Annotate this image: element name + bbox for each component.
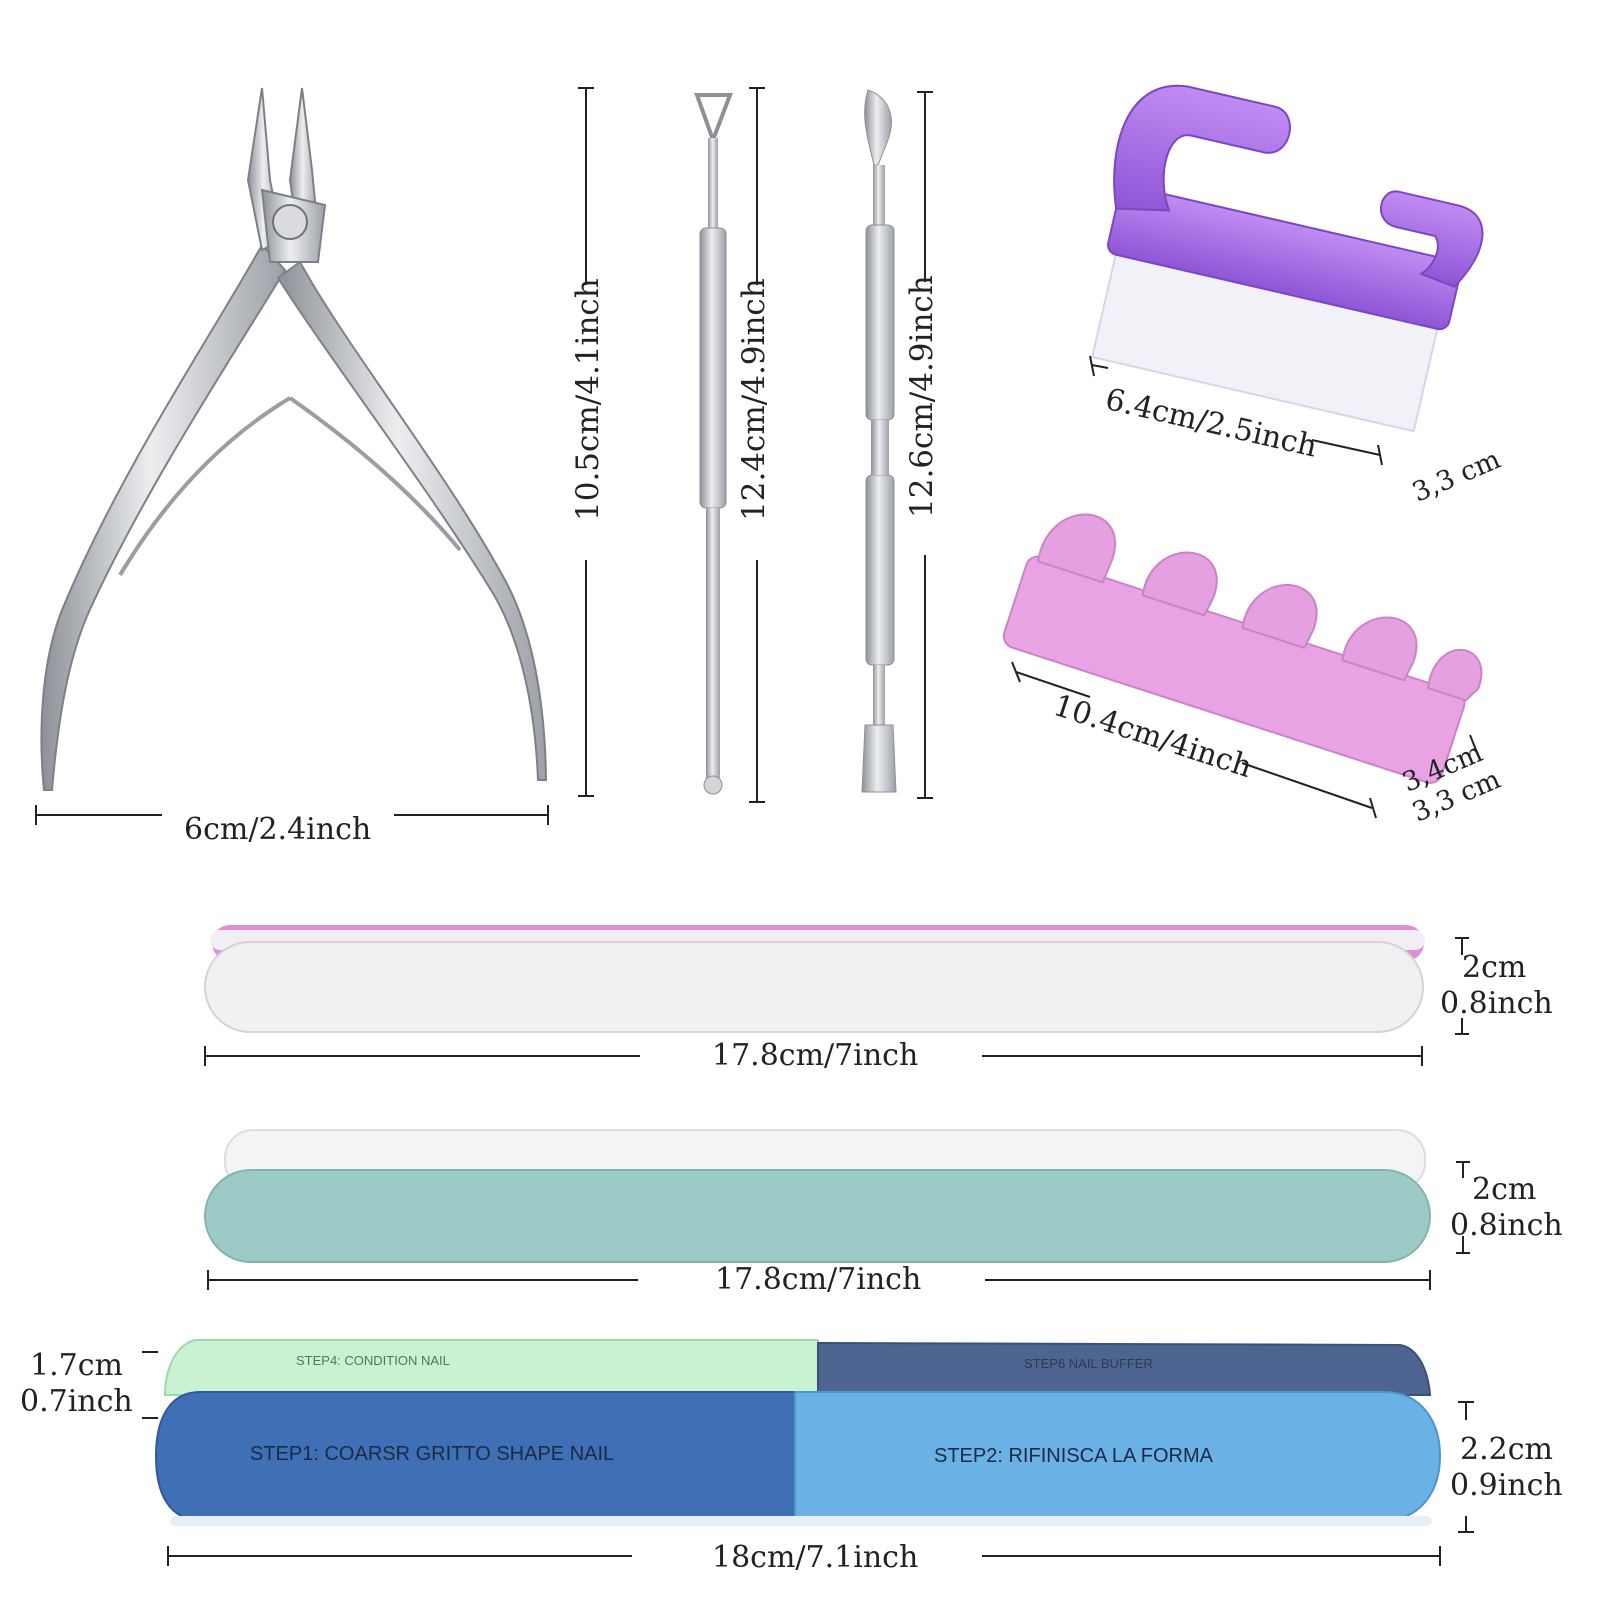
buffer-top-height-cm-label: 1.7cm [30,1348,123,1383]
nipper-spring [118,396,462,577]
file-1-dimension-lines [204,937,1469,1066]
pusher-1-height-label: 12.4cm/4.9inch [736,278,772,521]
pusher-1-shaft [706,508,720,778]
pusher-2-spoon-tip [864,89,892,166]
separator-finger-2 [1141,551,1218,617]
brush-dimension-lines [1089,355,1383,466]
separator-finger-3 [1241,584,1318,650]
nipper-width-label: 6cm/2.4inch [184,812,372,847]
buffer-length-label: 18cm/7.1inch [712,1540,919,1575]
file-2-face [204,1169,1431,1263]
file-1-height-inch-label: 0.8inch [1440,986,1553,1021]
buffer-height-cm-label: 2.2cm [1460,1432,1553,1467]
pusher-2-lower-neck [873,665,885,725]
nipper-height-label: 10.5cm/4.1inch [570,278,606,521]
buffer-step1-text: STEP1: COARSR GRITTO SHAPE NAIL [250,1443,615,1465]
pusher-2-flat-tip [861,724,897,793]
pusher-1-neck [708,138,718,228]
buffer-top-green [163,1339,819,1396]
separator-dimension-lines [1011,661,1479,819]
nail-file-teal [204,1129,1431,1263]
toe-separator [1002,513,1483,784]
pusher-2-grip-bottom [865,474,895,666]
separator-finger-1 [1036,513,1116,584]
pusher-2-neck [873,165,885,225]
brush-handle-right [1379,190,1484,288]
buffer-height-inch-label: 0.9inch [1450,1468,1563,1503]
cuticle-pusher-triangle [694,93,733,795]
pusher-2-height-label: 12.6cm/4.9inch [904,275,940,518]
nipper-dimension-lines [35,87,594,825]
file-2-length-label: 17.8cm/7inch [715,1262,922,1297]
pusher-2-dimension-lines [917,91,933,799]
brush-handle-left [1113,84,1291,212]
buffer-step4-text: STEP4: CONDITION NAIL [296,1353,450,1368]
nipper-right-handle [276,260,548,781]
cuticle-pusher-spoon [861,89,897,793]
buffer-step2-text: STEP2: RIFINISCA LA FORMA [934,1445,1213,1467]
nail-file-white [204,925,1425,1033]
pusher-1-grip [699,227,727,509]
buffer-block [154,1339,1442,1526]
file-2-dimension-lines [207,1161,1470,1290]
nail-brush [1090,84,1484,433]
nipper-pivot [272,204,308,240]
file-2-height-cm-label: 2cm [1472,1172,1537,1207]
buffer-dimension-lines [142,1351,1474,1566]
nipper-left-handle [40,243,287,791]
pusher-1-ball-tip [703,775,723,795]
pusher-2-grip-top [865,224,895,421]
file-1-face [204,941,1424,1033]
buffer-top-navy [817,1341,1432,1396]
pusher-1-dimension-lines [749,87,765,803]
pusher-2-mid [871,420,889,475]
file-2-height-inch-label: 0.8inch [1450,1208,1563,1243]
file-1-length-label: 17.8cm/7inch [712,1038,919,1073]
buffer-bottom-edge [170,1516,1432,1526]
cuticle-nipper [40,87,548,791]
separator-finger-4 [1341,616,1418,682]
separator-finger-5 [1426,648,1483,702]
buffer-step6-text: STEP6 NAIL BUFFER [1024,1356,1153,1371]
file-1-height-cm-label: 2cm [1462,950,1527,985]
buffer-top-height-inch-label: 0.7inch [20,1384,133,1419]
pusher-1-triangle-tip [694,93,733,146]
brush-base [1107,185,1462,331]
